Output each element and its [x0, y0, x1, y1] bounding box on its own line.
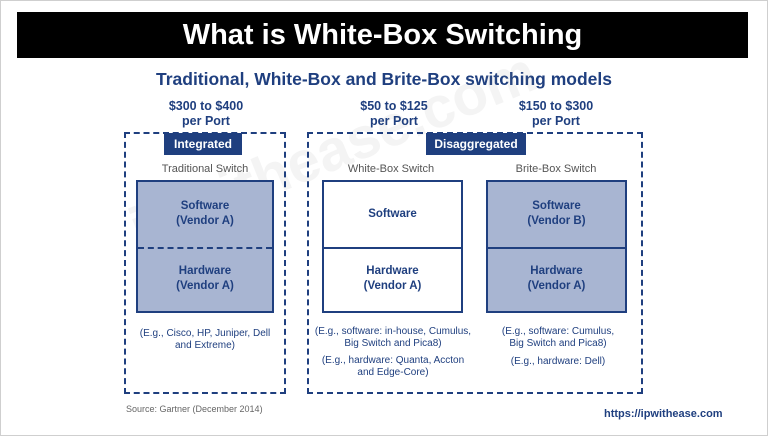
traditional-switch-box: Software (Vendor A) Hardware (Vendor A) — [136, 180, 274, 313]
price-britebox: $150 to $300 per Port — [518, 99, 594, 128]
site-url: https://ipwithease.com — [604, 408, 723, 420]
integrated-tag: Integrated — [164, 133, 242, 155]
whitebox-hardware: Hardware (Vendor A) — [363, 264, 422, 292]
traditional-software: Software (Vendor A) — [176, 200, 234, 228]
whitebox-hardware-examples: (E.g., hardware: Quanta, Accton and Edge… — [321, 355, 465, 378]
price-traditional: $300 to $400 per Port — [168, 99, 244, 128]
britebox-hardware-examples: (E.g., hardware: Dell) — [510, 356, 606, 367]
page-title: What is White-Box Switching — [182, 18, 583, 51]
britebox-software-examples: (E.g., software: Cumulus, Big Switch and… — [501, 326, 615, 349]
traditional-switch-label: Traditional Switch — [161, 163, 249, 175]
whitebox-software-examples: (E.g., software: in-house, Cumulus, Big … — [314, 326, 472, 349]
whitebox-divider — [324, 246, 461, 249]
britebox-hardware: Hardware (Vendor A) — [527, 264, 586, 292]
title-banner: What is White-Box Switching — [17, 12, 748, 58]
britebox-switch-label: Brite-Box Switch — [515, 163, 597, 175]
source-credit: Source: Gartner (December 2014) — [126, 404, 263, 414]
britebox-software: Software (Vendor B) — [527, 200, 586, 228]
price-whitebox: $50 to $125 per Port — [360, 99, 428, 128]
traditional-hardware: Hardware (Vendor A) — [176, 264, 234, 292]
disaggregated-tag: Disaggregated — [426, 133, 526, 155]
whitebox-switch-box: Software Hardware (Vendor A) — [322, 180, 463, 313]
traditional-divider — [138, 246, 272, 249]
britebox-switch-box: Software (Vendor B) Hardware (Vendor A) — [486, 180, 627, 313]
diagram-subtitle: Traditional, White-Box and Brite-Box swi… — [155, 69, 612, 89]
whitebox-switch-label: White-Box Switch — [347, 163, 435, 175]
traditional-examples: (E.g., Cisco, HP, Juniper, Dell and Extr… — [139, 328, 271, 351]
whitebox-software: Software — [368, 207, 417, 220]
britebox-divider — [488, 246, 625, 249]
